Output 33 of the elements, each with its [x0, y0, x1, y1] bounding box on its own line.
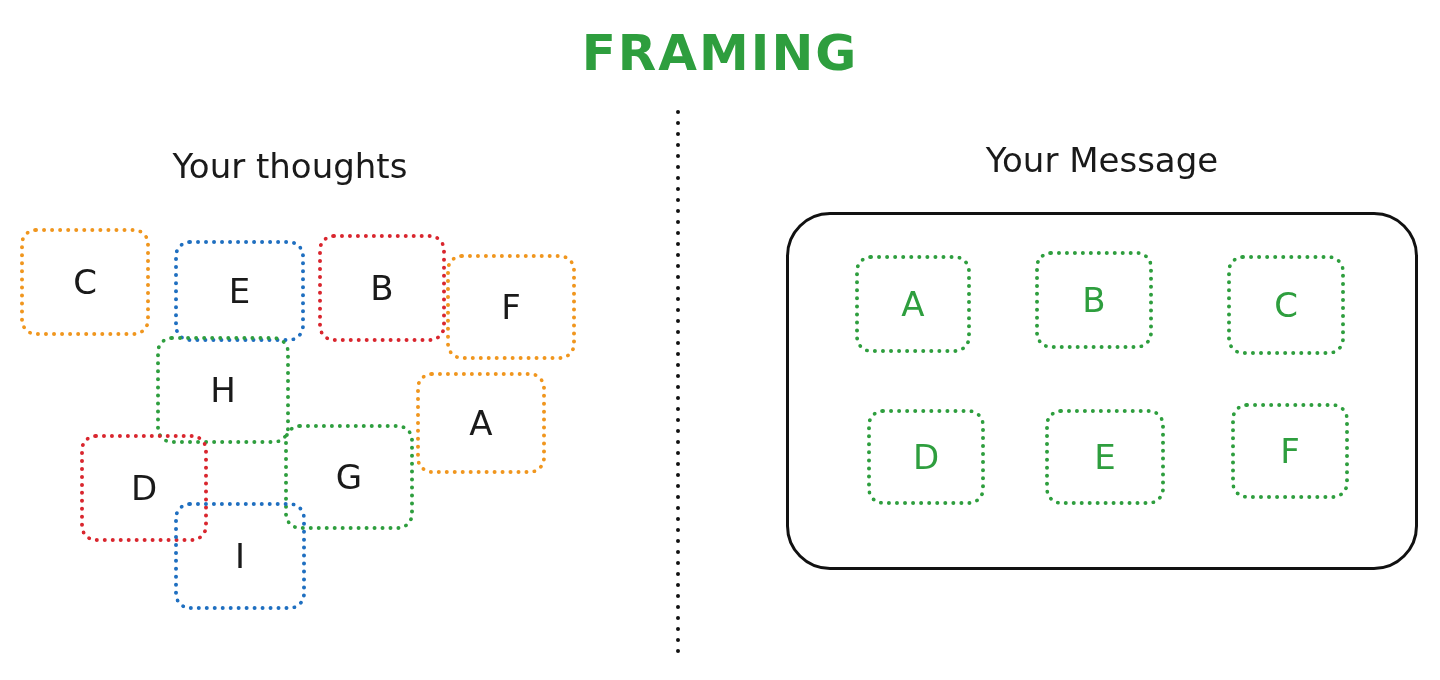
card-letter: A — [469, 406, 493, 440]
card-letter: G — [335, 460, 363, 494]
dotted-card — [1035, 251, 1153, 349]
dotted-card — [284, 424, 414, 530]
card-letter: E — [228, 274, 251, 308]
card-letter: B — [1082, 283, 1106, 317]
title: FRAMING — [580, 24, 860, 82]
dotted-card — [446, 254, 576, 360]
card-letter: D — [130, 471, 158, 505]
dotted-card — [156, 336, 290, 444]
card-letter: D — [912, 440, 940, 474]
dotted-card — [174, 502, 306, 610]
dotted-card — [1227, 255, 1345, 355]
dotted-card — [1231, 403, 1349, 499]
card-letter: C — [1274, 288, 1298, 322]
card-letter: B — [370, 271, 394, 305]
dotted-card — [416, 372, 546, 474]
card-letter: A — [901, 287, 925, 321]
section-heading: Your Message — [984, 140, 1220, 180]
dotted-card — [1045, 409, 1165, 505]
card-letter: I — [235, 539, 245, 573]
dotted-card — [174, 240, 305, 342]
card-letter: F — [1280, 434, 1300, 468]
card-letter: H — [210, 373, 236, 407]
card-letter: E — [1094, 440, 1116, 474]
dotted-card — [80, 434, 208, 542]
card-letter: C — [73, 265, 97, 299]
section-heading: Your thoughts — [171, 146, 409, 186]
dotted-card — [318, 234, 446, 342]
dotted-card — [20, 228, 150, 336]
dotted-card — [855, 255, 971, 353]
dotted-card — [867, 409, 985, 505]
card-letter: F — [501, 290, 521, 324]
